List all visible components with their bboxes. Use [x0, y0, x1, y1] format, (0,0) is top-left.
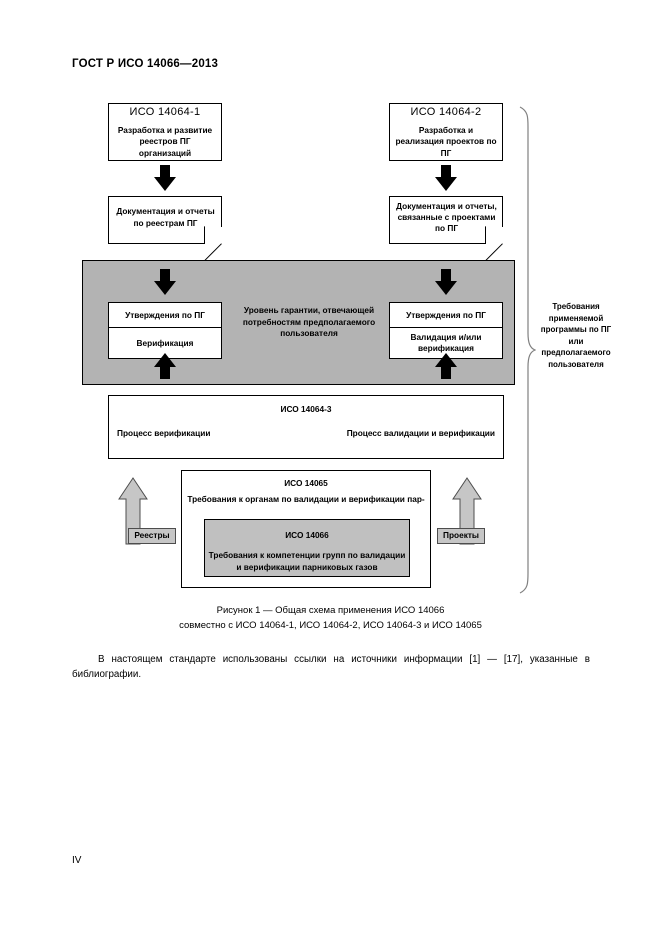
node-documentation-registries: Документация и отчеты по реестрам ПГ: [108, 196, 222, 261]
arrow-up-gray-projects-icon: [452, 477, 482, 545]
node-documentation-registries-text: Документация и отчеты по реестрам ПГ: [116, 206, 215, 228]
arrow-down-icon: [435, 165, 457, 191]
arrow-up-icon: [154, 353, 176, 379]
node-iso-14064-1: ИСО 14064-1 Разработка и развитие реестр…: [108, 103, 222, 161]
figure-caption-line-2: совместно с ИСО 14064-1, ИСО 14064-2, ИС…: [179, 619, 482, 631]
node-iso-14064-3-right-text: Процесс валидации и верификации: [346, 428, 495, 438]
node-iso-14064-2-text: Разработка и реализация проектов по ПГ: [395, 125, 497, 158]
assurance-level-text: Уровень гарантии, отвечающей потребностя…: [242, 305, 376, 339]
node-iso-14064-3-left-text: Процесс верификации: [117, 428, 211, 438]
cell-assertions-left: Утверждения по ПГ: [125, 309, 205, 320]
figure-1-diagram: ИСО 14064-1 Разработка и развитие реестр…: [0, 95, 661, 605]
node-iso-14064-3-title: ИСО 14064-3: [280, 404, 332, 414]
node-iso-14065: ИСО 14065 Требования к органам по валида…: [181, 470, 431, 588]
arrow-down-icon: [154, 269, 176, 295]
node-assertions-verification-left: Утверждения по ПГ Верификация: [108, 302, 222, 359]
body-paragraph: В настоящем стандарте использованы ссылк…: [72, 654, 590, 680]
node-iso-14064-2-title: ИСО 14064-2: [410, 106, 482, 119]
label-projects: Проекты: [437, 528, 485, 544]
figure-caption: Рисунок 1 — Общая схема применения ИСО 1…: [0, 604, 661, 633]
arrow-up-gray-registries-icon: [118, 477, 148, 545]
node-iso-14065-text: Требования к органам по валидации и вери…: [187, 494, 425, 504]
node-assertions-verification-right: Утверждения по ПГ Валидация и/или верифи…: [389, 302, 503, 359]
node-iso-14066-title: ИСО 14066: [285, 529, 329, 540]
arrow-down-icon: [435, 269, 457, 295]
node-iso-14064-1-title: ИСО 14064-1: [129, 106, 201, 119]
cell-validation-verification-right: Валидация и/или верификация: [390, 327, 502, 358]
brace-label-requirements: Требования применяемой программы по ПГ и…: [540, 302, 612, 369]
node-documentation-projects: Документация и отчеты, связанные с проек…: [389, 196, 503, 261]
figure-caption-line-1: Рисунок 1 — Общая схема применения ИСО 1…: [216, 605, 445, 616]
node-iso-14064-3: ИСО 14064-3 Процесс верификации Процесс …: [108, 395, 504, 459]
arrow-down-icon: [154, 165, 176, 191]
node-iso-14066: ИСО 14066 Требования к компетенции групп…: [204, 519, 410, 577]
curly-brace-icon: [518, 105, 537, 595]
document-header: ГОСТ Р ИСО 14066—2013: [72, 58, 219, 70]
node-documentation-projects-text: Документация и отчеты, связанные с проек…: [396, 200, 497, 234]
node-iso-14064-2: ИСО 14064-2 Разработка и реализация прое…: [389, 103, 503, 161]
page-fold-icon: [204, 226, 222, 244]
cell-verification-left: Верификация: [109, 327, 221, 358]
cell-assertions-right: Утверждения по ПГ: [406, 309, 486, 320]
node-iso-14065-title: ИСО 14065: [284, 478, 328, 488]
node-iso-14064-1-text: Разработка и развитие реестров ПГ органи…: [117, 125, 213, 158]
page-folio: IV: [72, 855, 82, 866]
label-registries: Реестры: [128, 528, 176, 544]
arrow-up-icon: [435, 353, 457, 379]
node-iso-14066-text: Требования к компетенции групп по валида…: [208, 549, 406, 572]
